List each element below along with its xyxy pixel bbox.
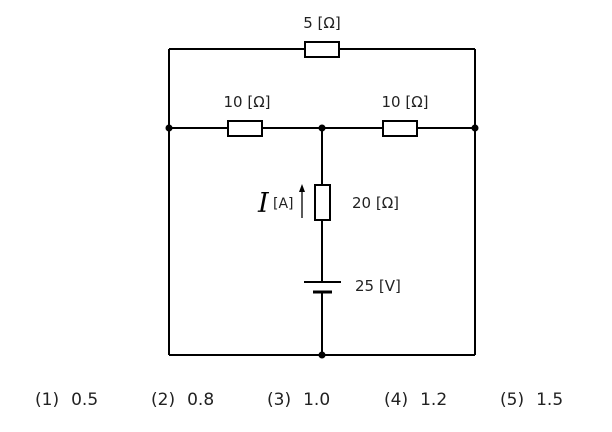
label-right-resistor: 10 [Ω] [381,93,428,111]
current-arrow-head [299,184,305,192]
node-right [471,124,479,132]
node-bottom [318,351,326,359]
resistor-middle [314,184,331,221]
choice-3: (3) 1.0 [267,390,330,410]
choice-number: (5) [500,390,525,410]
circuit-diagram: 5 [Ω] 10 [Ω] 10 [Ω] 20 [Ω] 25 [V] I [A] [165,14,479,359]
resistor-right [382,120,418,137]
choice-4: (4) 1.2 [384,390,447,410]
choice-5: (5) 1.5 [500,390,563,410]
choice-value: 1.2 [420,390,448,410]
choice-number: (1) [35,390,60,410]
label-battery: 25 [V] [355,277,401,295]
choice-number: (3) [267,390,292,410]
resistor-left [227,120,263,137]
choice-value: 1.5 [536,390,564,410]
current-symbol: I [257,188,270,219]
node-left [165,124,173,132]
node-center [318,124,326,132]
choice-2: (2) 0.8 [151,390,214,410]
resistor-top [304,41,340,58]
label-top-resistor: 5 [Ω] [303,14,340,32]
choice-value: 0.5 [71,390,99,410]
choice-number: (4) [384,390,409,410]
current-unit: [A] [273,196,294,212]
label-middle-resistor: 20 [Ω] [352,194,399,212]
choice-number: (2) [151,390,176,410]
label-left-resistor: 10 [Ω] [223,93,270,111]
answer-choices: (1) 0.5 (2) 0.8 (3) 1.0 (4) 1.2 (5) 1.5 [0,390,612,420]
choice-value: 1.0 [303,390,331,410]
choice-1: (1) 0.5 [35,390,98,410]
choice-value: 0.8 [187,390,215,410]
